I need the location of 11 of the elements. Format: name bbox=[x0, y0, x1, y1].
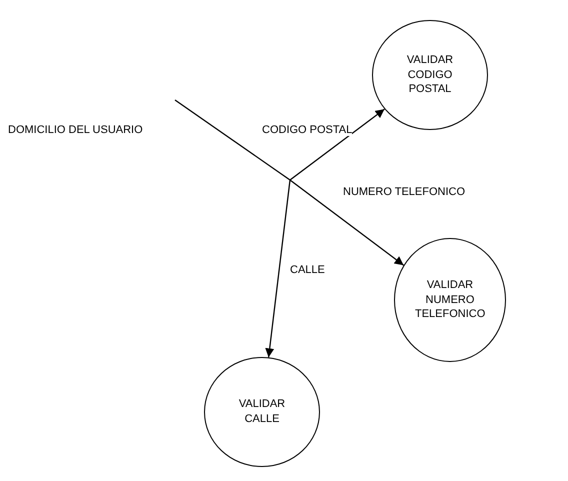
arrow bbox=[290, 180, 404, 266]
edge-label: NUMERO TELEFONICO bbox=[343, 186, 466, 198]
arrow bbox=[290, 108, 385, 180]
edge-label: CALLE bbox=[290, 264, 325, 276]
process-label: VALIDAR NUMERO TELEFONICO bbox=[415, 278, 485, 322]
edge-label: CODIGO POSTAL bbox=[262, 124, 352, 136]
arrow bbox=[265, 180, 291, 358]
process-label: VALIDAR CALLE bbox=[238, 397, 286, 427]
flow-label: DOMICILIO DEL USUARIO bbox=[8, 124, 143, 136]
connector-line bbox=[174, 100, 290, 180]
process-label: VALIDAR CODIGO POSTAL bbox=[406, 52, 454, 98]
